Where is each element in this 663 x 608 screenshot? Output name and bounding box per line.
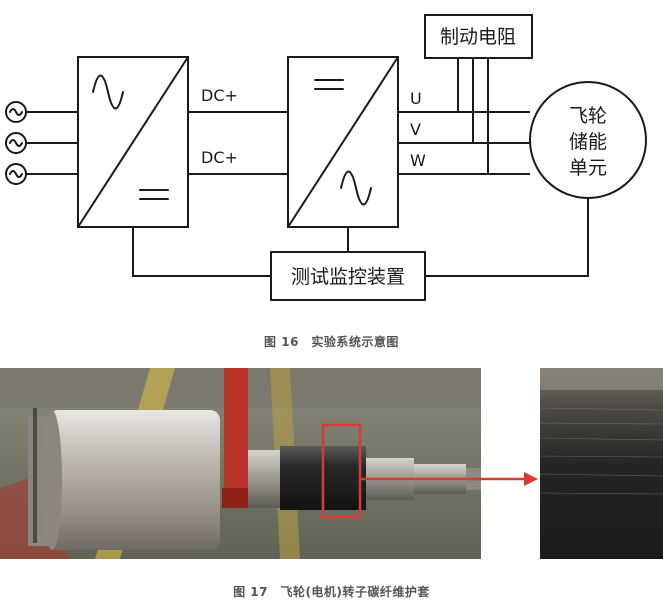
flywheel-label-line1: 飞轮 [569,105,607,127]
phase-wires [398,111,530,175]
brake-resistor-block: 制动电阻 [424,14,533,59]
brake-resistor-taps [457,58,489,174]
ac-input-wires [26,111,78,175]
ac-sine-icon [340,170,372,206]
phase-label-v: V [410,120,421,139]
monitor-wiring [132,198,589,277]
flywheel-label-line3: 单元 [569,157,607,179]
rotor-photo [0,368,481,559]
dc-symbol-icon [314,79,344,90]
dc-bus-wires [188,111,288,175]
ac-sine-icon [92,74,124,110]
flywheel-unit: 飞轮 储能 单元 [529,81,647,199]
figure-16-caption: 图 16 实验系统示意图 [264,335,399,349]
monitor-label: 测试监控装置 [291,266,405,288]
phase-label-u: U [410,89,422,108]
figure-17-caption: 图 17 飞轮(电机)转子碳纤维护套 [233,585,430,599]
monitor-block: 测试监控装置 [270,251,426,301]
ac-source-3 [5,163,27,185]
system-schematic: DC+ DC+ U V W 制动电阻 飞轮 储能 单元 测试监控装置 [5,14,647,301]
carbon-sleeve-closeup [540,368,663,559]
arrow-head-icon [524,472,538,486]
brake-resistor-label: 制动电阻 [440,26,516,48]
ac-source-2 [5,132,27,154]
dc-symbol-icon [139,189,169,200]
inverter-block [287,56,399,228]
dc-bus-label-bottom: DC+ [201,148,238,167]
flywheel-label-line2: 储能 [569,131,607,153]
phase-label-w: W [410,151,426,170]
ac-source-1 [5,101,27,123]
dc-bus-label-top: DC+ [201,86,238,105]
rectifier-block [77,56,189,228]
